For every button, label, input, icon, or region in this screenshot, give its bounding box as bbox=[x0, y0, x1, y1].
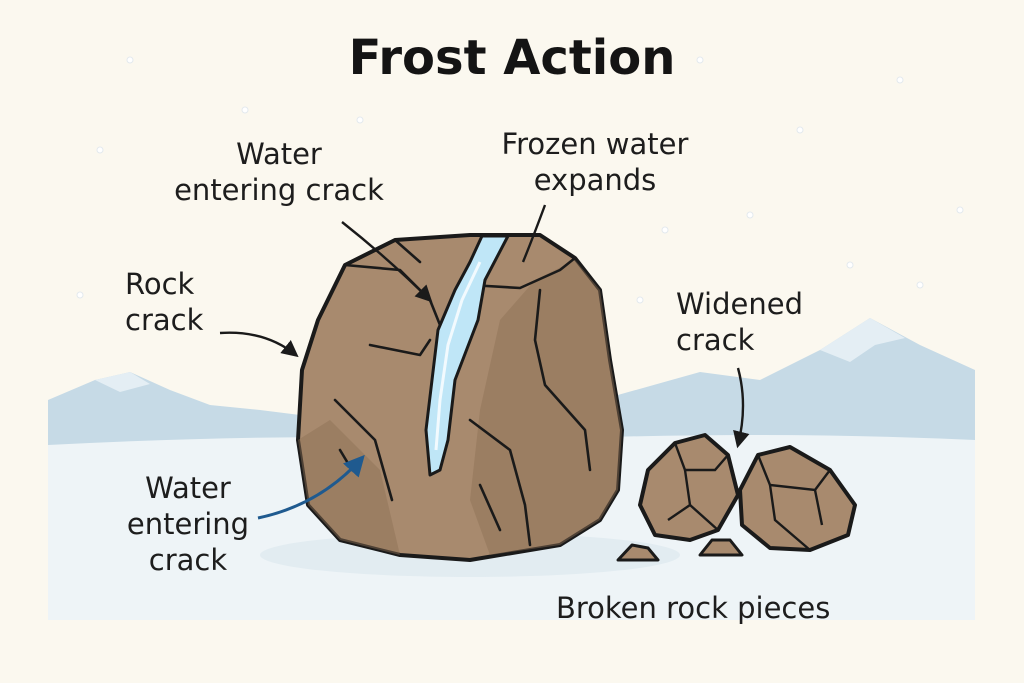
arrow-rock-crack bbox=[219, 331, 299, 358]
arrow-water-bottom bbox=[257, 454, 365, 520]
label-line: expands bbox=[533, 163, 657, 197]
mountain-range bbox=[48, 318, 975, 450]
label-frozen-water-expands: Frozen water expands bbox=[480, 126, 710, 198]
label-widened-crack: Widened crack bbox=[676, 286, 803, 358]
label-line: entering crack bbox=[174, 173, 384, 207]
label-broken-rock-pieces: Broken rock pieces bbox=[556, 591, 831, 625]
label-line: Widened bbox=[676, 287, 803, 321]
main-boulder bbox=[296, 233, 624, 562]
arrow-widened-crack bbox=[733, 367, 750, 449]
arrow-water-top bbox=[341, 221, 433, 303]
label-line: entering bbox=[126, 507, 250, 541]
label-line: crack bbox=[676, 323, 755, 357]
small-rock-fragments bbox=[616, 538, 744, 562]
arrow-frozen-water bbox=[521, 204, 547, 263]
label-line: Water bbox=[236, 137, 322, 171]
broken-rock-right bbox=[738, 445, 857, 552]
label-water-entering-crack-top: Water entering crack bbox=[150, 136, 408, 208]
label-line: crack bbox=[125, 303, 204, 337]
crack-lines bbox=[333, 238, 592, 547]
label-line: Rock bbox=[125, 267, 195, 301]
snowflakes bbox=[76, 56, 964, 304]
label-rock-crack: Rock crack bbox=[125, 266, 203, 338]
label-line: crack bbox=[148, 543, 228, 577]
label-line: Water bbox=[145, 471, 231, 505]
label-line: Frozen water bbox=[501, 127, 689, 161]
label-water-entering-crack-bottom: Water entering crack bbox=[108, 470, 268, 578]
ice-filled-crack bbox=[424, 234, 510, 477]
broken-rock-left bbox=[638, 433, 740, 542]
diagram-title: Frost Action bbox=[348, 30, 676, 86]
